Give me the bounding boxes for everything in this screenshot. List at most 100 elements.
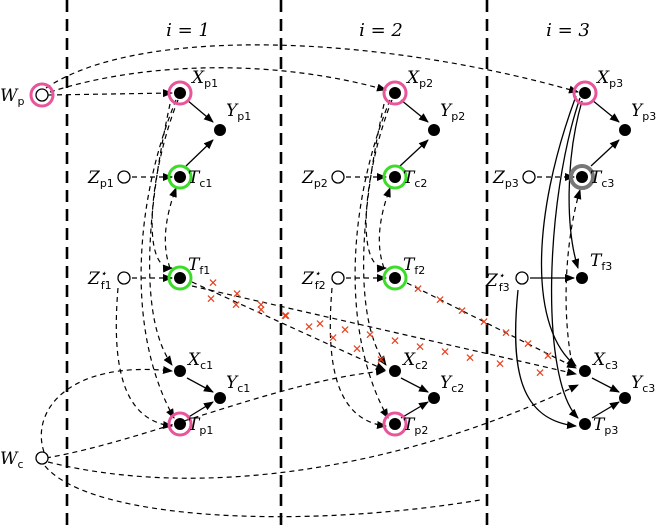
cross-mark: ✕ [352,342,362,356]
node-wp: Wp [0,82,55,108]
cross-mark: ✕ [535,366,545,380]
node-ring [382,265,408,291]
cross-mark: ✕ [415,340,425,354]
node-zf3: Z⋆f3 [485,269,529,294]
node-xp3: Xp3 [572,68,623,106]
edge-tf2-tc2 [378,187,391,269]
node-label-base: T [403,168,416,188]
cross-mark: ✕ [435,293,445,307]
node-dot [389,171,401,183]
cross-mark: ✕ [457,304,467,318]
cross-mark: ✕ [413,282,423,296]
node-label-base: W [0,449,19,469]
cross-mark: ✕ [376,353,386,367]
node-label: Tp2 [403,415,428,437]
node-label: Tc3 [590,168,614,190]
column-title-3: i = 3 [546,20,590,41]
edge-tf1-tc1 [164,187,177,269]
node-label-sub: f2 [315,279,326,292]
node-label: Yp2 [440,101,465,123]
node-tc1: Tc1 [167,164,212,190]
node-label: Xc3 [591,350,618,372]
node-zp2: Zp2 [301,168,345,190]
node-label-base: Z [485,271,499,291]
cross-mark: ✕ [281,309,291,323]
node-label-base: Z [301,168,315,188]
cross-mark: ✕ [304,320,314,334]
node-label-sub: p2 [314,177,328,190]
node-yp1: Yp1 [214,101,251,136]
node-label: Z⋆f3 [485,269,510,294]
node-label-sup: ⋆ [314,267,321,280]
cross-mark: ✕ [256,303,266,317]
node-label-base: T [593,415,606,435]
cross-mark: ✕ [206,292,216,306]
node-label-base: X [186,350,201,370]
node-label-sub: c3 [601,177,614,190]
edge-tf2-xc3 [406,282,577,369]
node-zf2: Z⋆f2 [301,267,345,292]
node-tp3: Tp3 [579,415,618,437]
node-label-sub: p1 [199,424,213,437]
node-dot-open [117,170,131,184]
node-label: Wp [0,86,24,108]
node-dot [389,272,401,284]
node-label-sub: p3 [604,424,618,437]
node-label-sub: c1 [199,177,212,190]
node-label-base: Z [492,168,506,188]
edge-xp1-xc1 [149,103,173,366]
edge-xp3-tf3 [568,100,583,269]
node-label-base: Z [87,168,101,188]
node-label: Tf1 [188,255,210,277]
node-label-base: X [401,350,416,370]
edge-tc3-yp3 [590,139,620,167]
edge-zf3-tp3 [514,289,577,430]
node-dot [214,392,226,404]
node-label: Tp3 [593,415,618,437]
edge-tp3-yc3 [591,401,620,419]
node-label-base: W [0,86,19,106]
node-label-sub: c2 [414,177,427,190]
column-title-2: i = 2 [359,20,403,41]
node-label: Wc [0,449,24,471]
cross-mark: ✕ [365,328,375,342]
edge-wc-xc1 [40,366,173,453]
node-label-base: X [595,68,610,88]
cut-markers: ✕ ✕ ✕ ✕ ✕ ✕ ✕ ✕ ✕ ✕ ✕ ✕ ✕ ✕ ✕ ✕ ✕ ✕ ✕ ✕ … [206,276,553,380]
edge-xp2-xc2 [363,103,387,366]
node-label-base: X [591,350,606,370]
node-dot [174,365,186,377]
node-ring [382,411,408,437]
node-label: Tf3 [590,251,612,273]
node-label-base: Y [226,373,239,393]
node-yc2: Yc2 [428,373,464,404]
node-label-base: Y [631,373,644,393]
edge-tp1-yc1 [186,401,214,419]
edge-xp2-tf2 [365,99,393,273]
node-label: Xc2 [401,350,428,372]
node-label-sub: p1 [100,177,114,190]
node-label-sub: f1 [101,279,112,292]
node-dot [579,418,591,430]
node-label-base: T [403,255,416,275]
node-label: Zp1 [87,168,114,190]
node-ring [382,80,408,106]
node-label-base: T [590,168,603,188]
node-label-sub: p3 [609,77,623,90]
node-dot [174,272,186,284]
node-label: Yc3 [631,373,655,395]
node-label: Z⋆f2 [301,267,326,292]
node-label: Z⋆f1 [87,267,112,292]
node-zp3: Zp3 [492,168,536,190]
node-label-sub: c1 [237,382,250,395]
node-dot [619,124,631,136]
node-label-sup: ⋆ [100,267,107,280]
node-label-sub: p1 [204,77,218,90]
node-dot-open [331,170,345,184]
node-ring [569,164,595,190]
cross-mark: ✕ [440,345,450,359]
node-label-sub: p1 [237,110,251,123]
edge-tc1-yp1 [185,139,214,167]
node-tf1: Tf1 [167,255,210,291]
node-yc3: Yc3 [619,373,655,404]
